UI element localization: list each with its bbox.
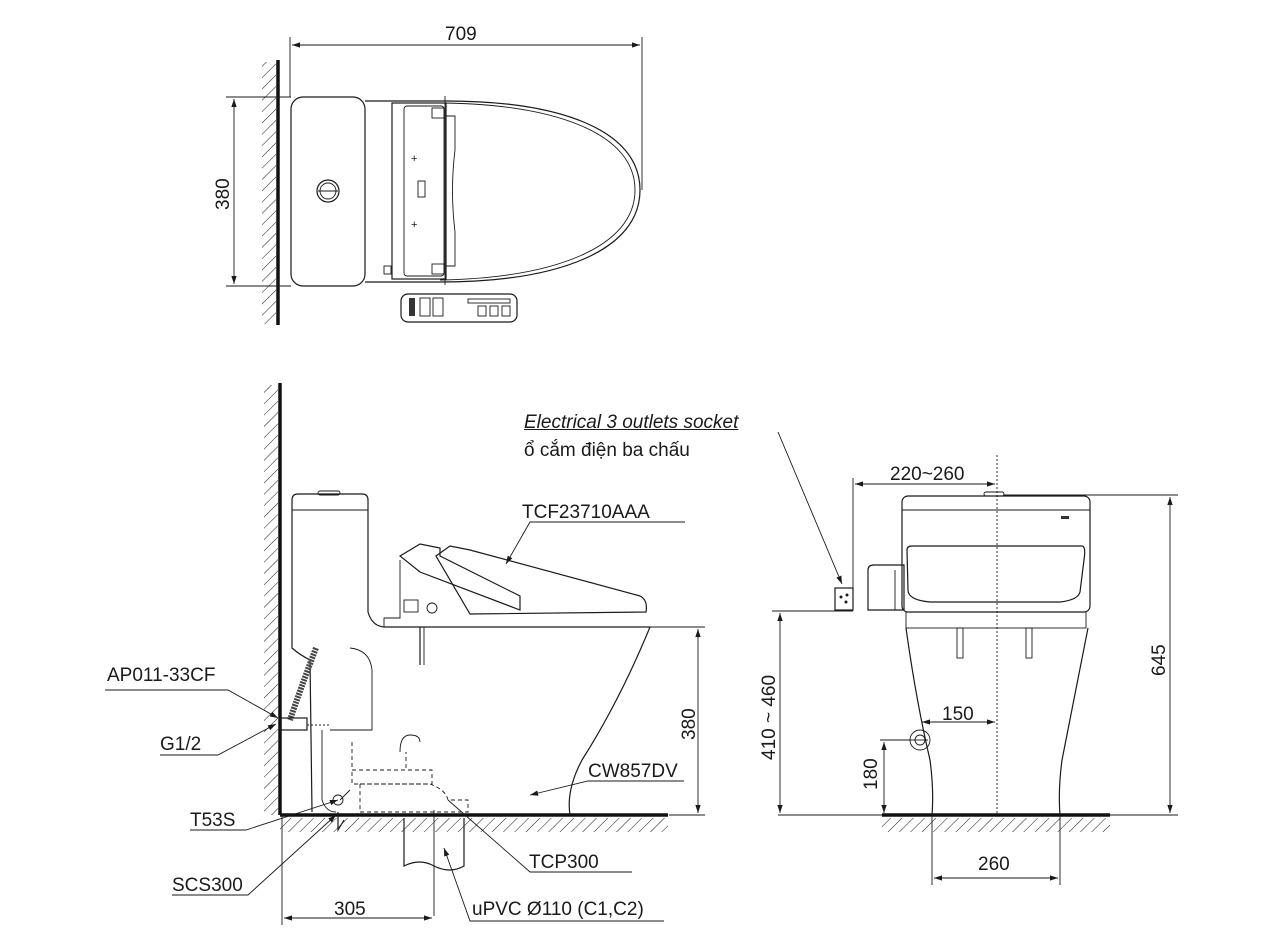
dim-socket-offset: 220~260 (890, 464, 965, 485)
dim-valve-offset: 150 (942, 704, 974, 725)
wall-hatch (262, 62, 276, 324)
dim-top-width: 380 (213, 178, 234, 210)
label-drain-pipe: uPVC Ø110 (C1,C2) (472, 899, 644, 920)
bowl-front (905, 627, 934, 816)
svg-text:+: + (411, 219, 417, 231)
label-floor-seal: SCS300 (172, 875, 243, 896)
dim-total-height: 645 (1149, 644, 1170, 676)
bowl-outline (365, 100, 641, 283)
seat-lid (398, 543, 521, 611)
label-seat-model: TCF23710AAA (522, 502, 650, 523)
label-supply-valve: AP011-33CF (107, 665, 216, 686)
label-bowl-model: CW857DV (588, 761, 678, 782)
dim-socket-height: 410 ~ 460 (759, 674, 780, 760)
wall-hatch (264, 385, 278, 815)
socket-label-vi: ổ cắm điện ba chấu (524, 440, 690, 461)
label-thread-size: G1/2 (160, 734, 202, 755)
tank-side (291, 493, 650, 628)
front-view (772, 431, 1178, 885)
flush-button-icon (316, 179, 340, 203)
braided-hose (287, 646, 319, 721)
dim-seat-height: 380 (679, 708, 700, 740)
dim-valve-height: 180 (861, 758, 882, 790)
seat-hinge-block (391, 102, 447, 280)
label-outlet-adapter: TCP300 (529, 852, 599, 873)
supply-valve (280, 717, 308, 731)
label-seat-bolt: T53S (190, 810, 236, 831)
dim-top-length: 709 (445, 24, 477, 45)
electrical-socket-icon (834, 587, 854, 611)
socket-label-en: Electrical 3 outlets socket (524, 412, 739, 433)
remote-control (400, 293, 518, 323)
dim-base-width: 260 (978, 854, 1010, 875)
seat-body (435, 545, 647, 615)
top-view: + + (226, 37, 643, 325)
tank-front (901, 495, 1091, 613)
bowl-side (568, 626, 651, 816)
dim-rough-in: 305 (334, 899, 366, 920)
side-view (105, 383, 705, 925)
tank-top (290, 96, 366, 287)
svg-text:+: + (411, 153, 417, 165)
seat-front (906, 545, 1086, 603)
